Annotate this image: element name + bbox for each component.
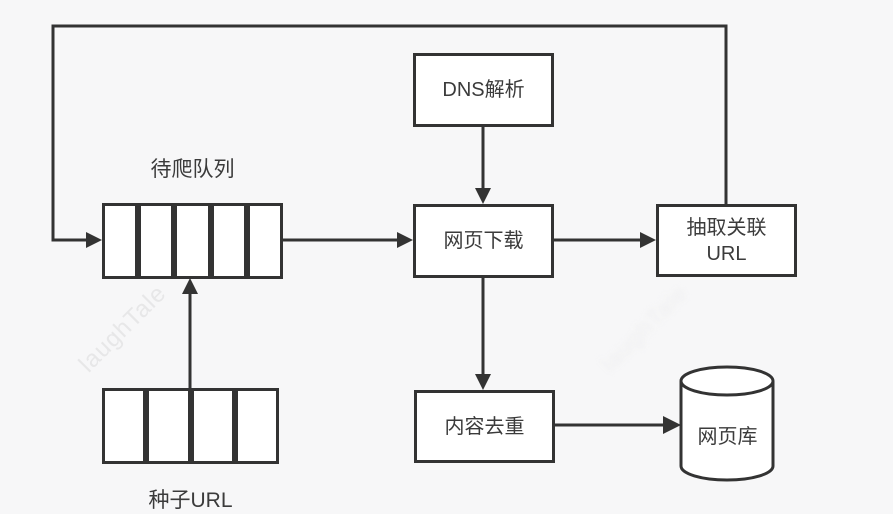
arrowhead-into-crawl-queue-bottom bbox=[182, 278, 198, 294]
queue-cell bbox=[246, 203, 284, 279]
node-content-dedup: 内容去重 bbox=[414, 390, 555, 463]
node-dns-resolve: DNS解析 bbox=[413, 53, 554, 127]
arrowhead-into-download-left bbox=[397, 232, 413, 248]
page-store-label: 网页库 bbox=[697, 426, 758, 448]
arrowhead-into-dedup bbox=[475, 374, 491, 390]
queue-cell bbox=[234, 388, 279, 464]
watermark-text: laughTale bbox=[73, 279, 172, 378]
arrowhead-into-store bbox=[663, 416, 681, 434]
crawl-queue-label: 待爬队列 bbox=[150, 158, 235, 181]
seed-url-queue bbox=[102, 388, 279, 464]
queue-cell bbox=[190, 388, 235, 464]
node-extract-related-url: 抽取关联 URL bbox=[656, 204, 797, 277]
arrowhead-into-crawl-queue bbox=[86, 232, 102, 248]
queue-cell bbox=[138, 203, 175, 279]
seed-url-label: 种子URL bbox=[148, 489, 233, 512]
database-cylinder-top bbox=[679, 365, 775, 397]
node-page-download: 网页下载 bbox=[413, 204, 554, 278]
queue-cell bbox=[102, 203, 139, 279]
crawl-queue bbox=[102, 203, 284, 279]
queue-cell bbox=[146, 388, 191, 464]
arrowhead-into-extract bbox=[640, 232, 656, 248]
watermark-text-faint: laughTale bbox=[595, 279, 694, 378]
queue-cell bbox=[210, 203, 247, 279]
queue-cell bbox=[102, 388, 147, 464]
queue-cell bbox=[174, 203, 211, 279]
arrowhead-into-download-top bbox=[475, 188, 491, 204]
